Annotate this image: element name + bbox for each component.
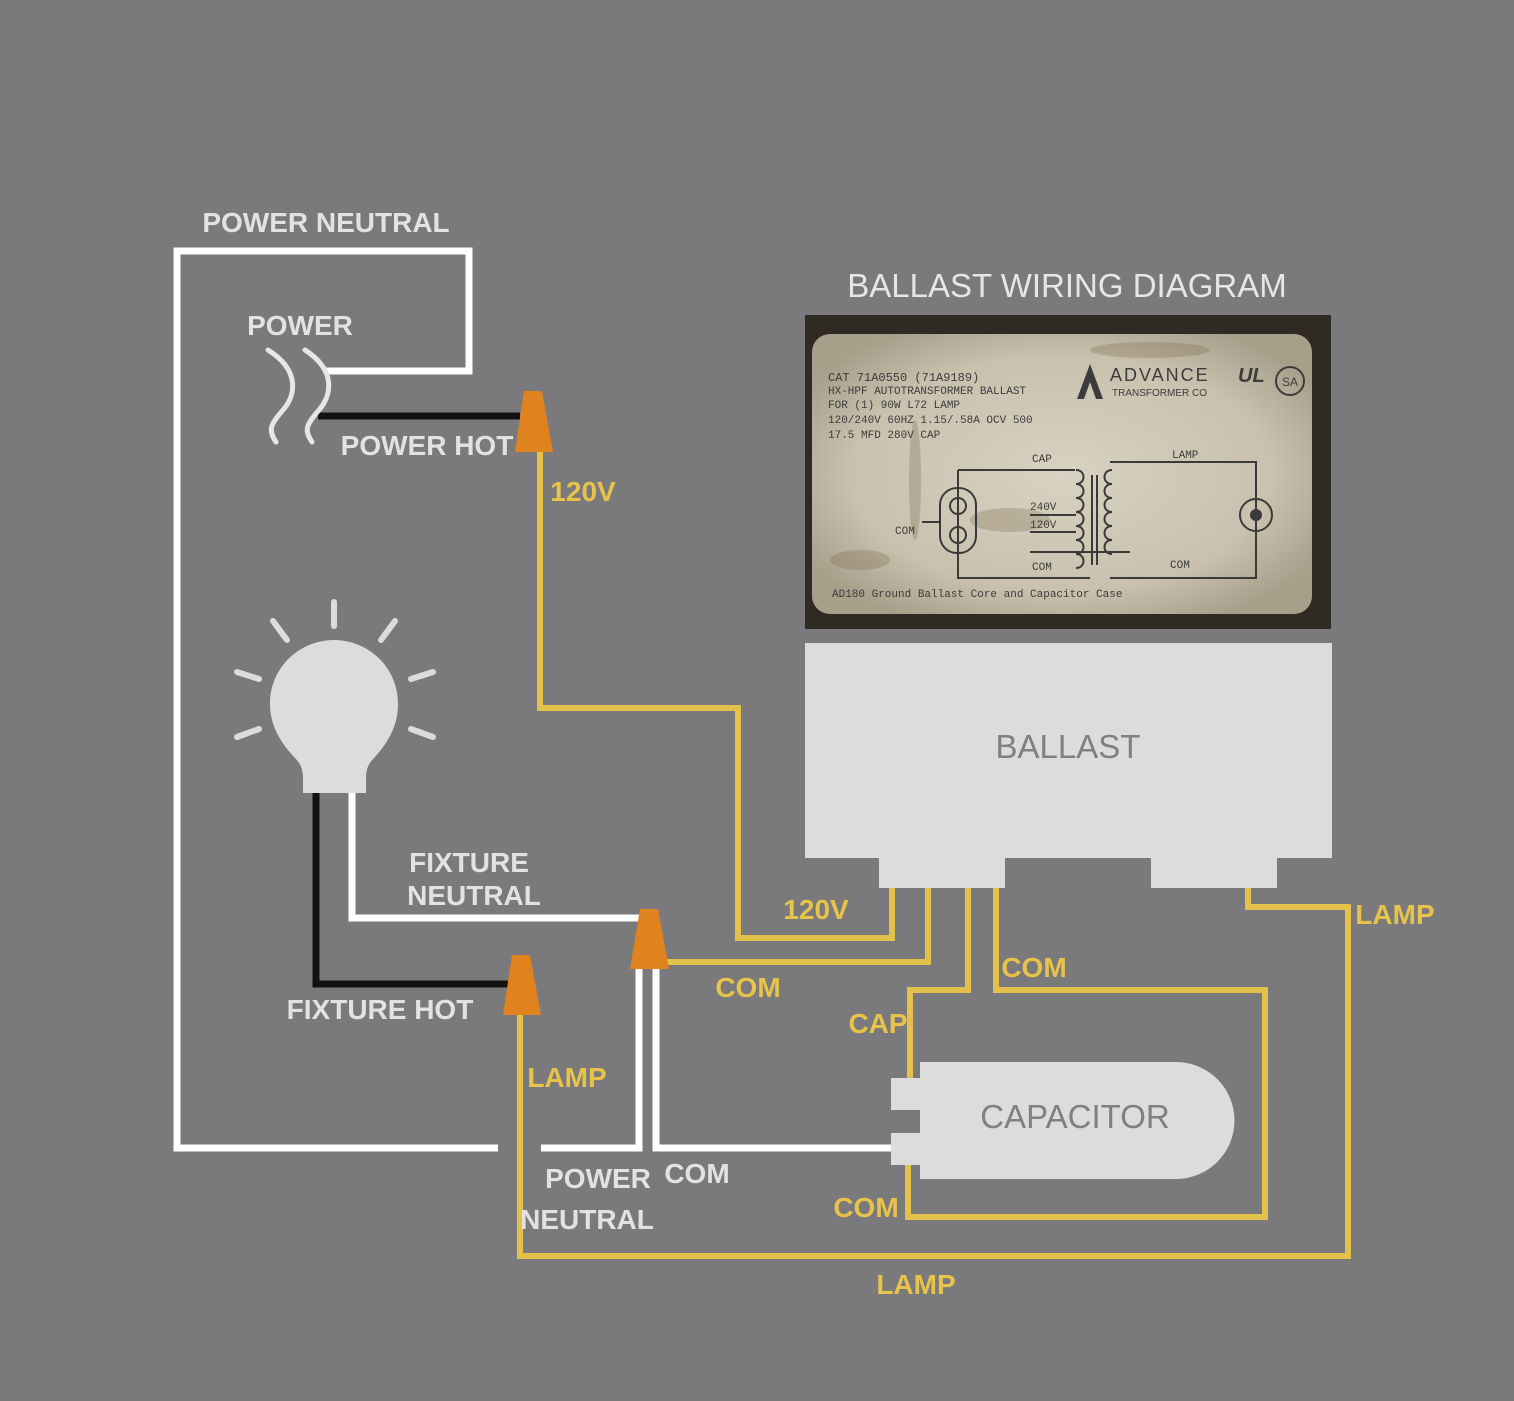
black-hot-wires bbox=[312, 412, 520, 988]
svg-text:TRANSFORMER CO: TRANSFORMER CO bbox=[1112, 388, 1207, 399]
svg-text:UL: UL bbox=[1238, 365, 1265, 387]
label-cap: CAP bbox=[848, 1008, 907, 1039]
capacitor-terminal-bottom bbox=[891, 1133, 927, 1165]
svg-text:SA: SA bbox=[1282, 375, 1298, 389]
label-fixture-neutral-1: FIXTURE bbox=[409, 847, 529, 878]
page-title: BALLAST WIRING DIAGRAM bbox=[847, 267, 1286, 304]
ballast-label: BALLAST bbox=[996, 728, 1141, 765]
wire-com-loop bbox=[905, 886, 1268, 1220]
svg-text:CAT 71A0550 (71A9189): CAT 71A0550 (71A9189) bbox=[828, 371, 979, 385]
wire-lamp bbox=[517, 886, 1351, 1259]
nameplate-schematic bbox=[922, 461, 1273, 579]
label-lamp-bottom: LAMP bbox=[876, 1269, 955, 1300]
label-120v-ballast: 120V bbox=[783, 894, 849, 925]
wire-nut-fixture-hot bbox=[503, 955, 541, 1015]
wire-nut-icon bbox=[503, 391, 669, 1015]
yellow-labels: 120V 120V COM LAMP COM CAP COM LAMP LAMP bbox=[527, 476, 1434, 1300]
svg-text:AD180 Ground Ballast Core and: AD180 Ground Ballast Core and Capacitor … bbox=[832, 589, 1122, 601]
advance-logo-icon bbox=[1077, 364, 1103, 399]
com-white-wire bbox=[652, 960, 893, 1152]
label-power-neutral-top: POWER NEUTRAL bbox=[202, 207, 449, 238]
power-neutral-loop bbox=[173, 247, 498, 1152]
wire-cap bbox=[907, 886, 971, 1085]
power-neutral-bottom-wire bbox=[541, 960, 643, 1152]
label-120v-supply: 120V bbox=[550, 476, 616, 507]
label-fixture-hot: FIXTURE HOT bbox=[287, 994, 474, 1025]
svg-text:COM: COM bbox=[895, 526, 915, 538]
label-power-neutral-bottom-2: NEUTRAL bbox=[520, 1204, 654, 1235]
power-wave-icon bbox=[265, 347, 332, 445]
ballast-box bbox=[805, 643, 1332, 888]
svg-text:LAMP: LAMP bbox=[1172, 450, 1199, 462]
wire-com-to-ballast bbox=[663, 886, 931, 965]
label-com-lower: COM bbox=[833, 1192, 898, 1223]
label-com-upper: COM bbox=[1001, 952, 1066, 983]
wire-120v bbox=[537, 452, 895, 941]
label-power-neutral-bottom-1: POWER bbox=[545, 1163, 651, 1194]
label-com-bottom-white: COM bbox=[664, 1158, 729, 1189]
label-lamp-right: LAMP bbox=[1355, 899, 1434, 930]
wire-nut-neutral bbox=[630, 909, 669, 969]
ballast-tab-right bbox=[1151, 855, 1277, 888]
svg-text:17.5 MFD 280V CAP: 17.5 MFD 280V CAP bbox=[828, 430, 941, 442]
svg-text:HX-HPF AUTOTRANSFORMER BALLAST: HX-HPF AUTOTRANSFORMER BALLAST bbox=[828, 386, 1026, 398]
fixture-neutral-wire bbox=[348, 793, 643, 922]
capacitor-label: CAPACITOR bbox=[980, 1098, 1169, 1135]
ballast-wires bbox=[517, 452, 1351, 1259]
svg-text:COM: COM bbox=[1170, 560, 1190, 572]
white-labels: POWER NEUTRAL POWER POWER HOT FIXTURE NE… bbox=[202, 207, 729, 1235]
label-power: POWER bbox=[247, 310, 353, 341]
white-neutral-wires bbox=[173, 247, 893, 1152]
ballast-tab-left bbox=[879, 855, 1005, 888]
label-com-left: COM bbox=[715, 972, 780, 1003]
capacitor-terminal-top bbox=[891, 1078, 927, 1110]
svg-text:120/240V 60HZ 1.15/.58A OCV 50: 120/240V 60HZ 1.15/.58A OCV 500 bbox=[828, 415, 1033, 427]
svg-text:CAP: CAP bbox=[1032, 454, 1052, 466]
svg-text:240V: 240V bbox=[1030, 502, 1057, 514]
svg-text:COM: COM bbox=[1032, 562, 1052, 574]
capacitor bbox=[891, 1062, 1235, 1179]
light-bulb-icon bbox=[234, 599, 436, 793]
label-lamp-left: LAMP bbox=[527, 1062, 606, 1093]
csa-mark-icon bbox=[1275, 366, 1305, 396]
wire-nut-power-hot bbox=[515, 391, 553, 452]
label-fixture-neutral-2: NEUTRAL bbox=[407, 880, 541, 911]
svg-text:ADVANCE: ADVANCE bbox=[1110, 365, 1210, 385]
svg-text:FOR (1) 90W L72 LAMP: FOR (1) 90W L72 LAMP bbox=[828, 400, 960, 412]
ballast-nameplate-photo: CAT 71A0550 (71A9189) HX-HPF AUTOTRANSFO… bbox=[805, 315, 1331, 629]
fixture-hot-wire bbox=[312, 793, 508, 988]
label-power-hot: POWER HOT bbox=[341, 430, 514, 461]
svg-text:120V: 120V bbox=[1030, 520, 1057, 532]
